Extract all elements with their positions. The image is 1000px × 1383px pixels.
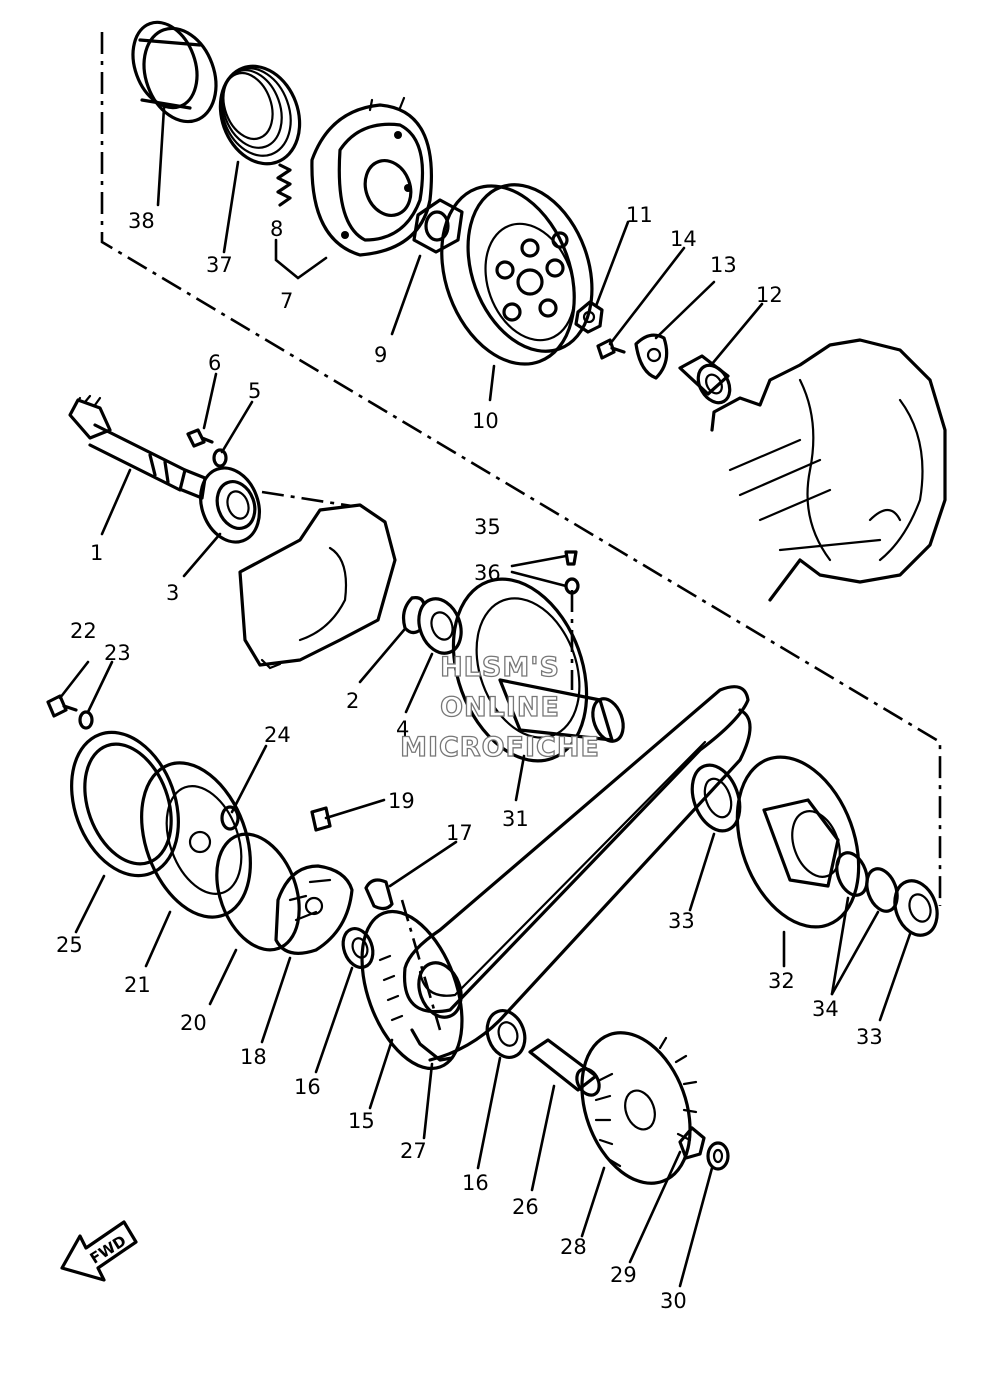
part-25-gasket (70, 730, 180, 878)
callout-37: 37 (206, 253, 233, 277)
callout-18: 18 (240, 1045, 267, 1069)
part-34-o-rings (835, 851, 899, 913)
callout-22: 22 (70, 619, 97, 643)
callout-2: 2 (346, 689, 359, 713)
callout-38: 38 (128, 209, 155, 233)
callout-labels: 38 37 8 7 9 10 11 14 13 12 6 5 1 3 35 36… (56, 203, 883, 1313)
part-6-bolt (186, 428, 214, 448)
part-30-nut (706, 1141, 730, 1171)
part-22-bolt (46, 694, 78, 718)
callout-23: 23 (104, 641, 131, 665)
callout-4: 4 (396, 717, 409, 741)
callout-33-lower: 33 (856, 1025, 883, 1049)
watermark-line-3: MICROFICHE (400, 732, 600, 763)
callout-16-right: 16 (462, 1171, 489, 1195)
callout-27: 27 (400, 1139, 427, 1163)
part-1-primary-shaft (68, 394, 207, 500)
callout-15: 15 (348, 1109, 375, 1133)
part-33-seal-upper (690, 763, 742, 833)
part-12-bearing (678, 354, 732, 405)
callout-32: 32 (768, 969, 795, 993)
part-7-clutch-carrier (274, 96, 433, 280)
callout-11: 11 (626, 203, 653, 227)
callout-10: 10 (472, 409, 499, 433)
callout-3: 3 (166, 581, 179, 605)
watermark-line-2: ONLINE (440, 692, 560, 723)
transmission-cover (238, 503, 397, 670)
part-14-bolt (596, 338, 626, 360)
callout-8: 8 (270, 217, 283, 241)
part-32-secondary-sliding-sheave (735, 755, 861, 929)
part-23-washer (78, 710, 94, 730)
part-16-collar-right (485, 1009, 527, 1059)
part-11-nut (574, 300, 604, 334)
callout-17: 17 (446, 821, 473, 845)
watermark-line-1: HLSM'S (440, 652, 560, 683)
part-37-clutch-spring (218, 64, 302, 166)
part-19-slider (310, 806, 332, 832)
part-17-weight (364, 878, 394, 911)
assembly-reference-line (100, 32, 942, 1031)
part-33-seal-lower (893, 879, 939, 937)
part-13-plate (634, 333, 669, 380)
part-27-weight-rollers (410, 961, 463, 1062)
callout-14: 14 (670, 227, 697, 251)
part-28-fan-pulley (580, 1031, 698, 1185)
part-24-dowel (220, 805, 240, 831)
part-35-screw (564, 550, 578, 566)
callout-13: 13 (710, 253, 737, 277)
part-9-nut (412, 198, 464, 254)
part-21-cover-plate (140, 761, 252, 919)
callout-33-upper: 33 (668, 909, 695, 933)
part-10-clutch-housing (440, 183, 594, 366)
forward-direction-arrow: FWD (60, 1220, 138, 1282)
callout-9: 9 (374, 343, 387, 367)
part-31-secondary-fixed-sheave (451, 577, 625, 763)
leader-lines (58, 106, 912, 1288)
crankcase-section (710, 338, 947, 602)
callout-30: 30 (660, 1289, 687, 1313)
part-29-washer (678, 1126, 706, 1160)
part-3-bearing (199, 466, 261, 544)
v-belt (402, 685, 752, 1062)
part-5-washer (212, 448, 228, 468)
part-4-oil-seal (417, 597, 463, 655)
callout-6: 6 (208, 351, 221, 375)
watermark: HLSM'S ONLINE MICROFICHE (399, 651, 600, 763)
callout-19: 19 (388, 789, 415, 813)
callout-24: 24 (264, 723, 291, 747)
part-16-collar-left (341, 927, 375, 969)
callout-35: 35 (474, 515, 501, 539)
callout-16-left: 16 (294, 1075, 321, 1099)
callout-20: 20 (180, 1011, 207, 1035)
part-26-spacer (528, 1038, 601, 1097)
callout-25: 25 (56, 933, 83, 957)
callout-1: 1 (90, 541, 103, 565)
callout-21: 21 (124, 973, 151, 997)
callout-34: 34 (812, 997, 839, 1021)
callout-36: 36 (474, 561, 501, 585)
part-18-cam-plate (274, 864, 354, 955)
part-8-spring (276, 163, 292, 207)
callout-31: 31 (502, 807, 529, 831)
part-20-o-ring (215, 832, 301, 952)
callout-29: 29 (610, 1263, 637, 1287)
callout-12: 12 (756, 283, 783, 307)
callout-28: 28 (560, 1235, 587, 1259)
callout-26: 26 (512, 1195, 539, 1219)
callout-5: 5 (248, 379, 261, 403)
callout-7: 7 (280, 289, 293, 313)
part-38-liner (131, 20, 218, 124)
